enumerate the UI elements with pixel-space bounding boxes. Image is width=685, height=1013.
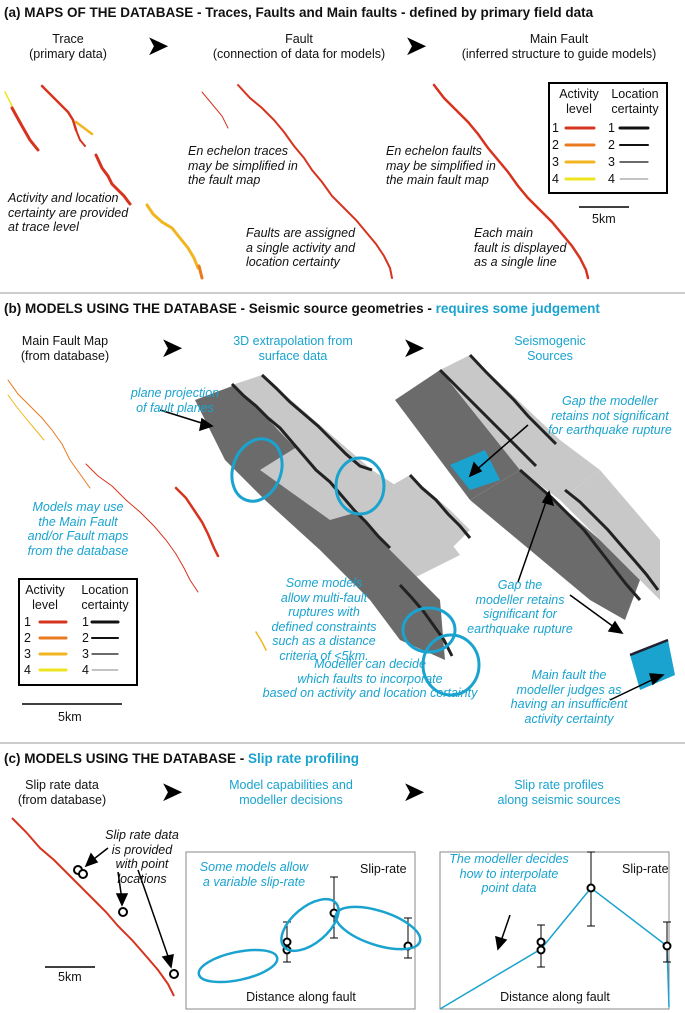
main-fault-map-header: Main Fault Map (from database) [20, 334, 110, 363]
chart-xlabel: Distance along fault [500, 990, 610, 1004]
legend-level: 3 [608, 155, 615, 169]
legend-level: 1 [24, 615, 31, 629]
note-en-echelon-faults: En echelon faults may be simplified in t… [386, 144, 496, 187]
right-arrow-icon: ➤ [160, 332, 184, 363]
note-gap-not-significant: Gap the modeller retains not significant… [548, 394, 672, 437]
legend-level: 4 [608, 172, 615, 186]
legend-level: 1 [82, 615, 89, 629]
pointer-arrows-c [84, 847, 511, 969]
chart-interpolate [439, 851, 672, 1010]
legend-level: 1 [608, 121, 615, 135]
note-gap-significant: Gap the modeller retains significant for… [467, 578, 573, 636]
chart-interpolate-frame [439, 851, 670, 1010]
note-insufficient-activity: Main fault the modeller judges as having… [510, 668, 628, 726]
legend-level: 4 [82, 663, 89, 677]
main-fault-map [432, 83, 590, 280]
scale-label: 5km [58, 710, 82, 724]
seismogenic-header: Seismogenic Sources [514, 334, 586, 363]
legend-level: 2 [82, 631, 89, 645]
legend-box-b [18, 578, 138, 686]
legend-samples [564, 126, 650, 181]
trace-header: Trace (primary data) [29, 32, 107, 61]
slip-rate-profiles-header: Slip rate profiles along seismic sources [497, 778, 621, 807]
chart-xlabel: Distance along fault [246, 990, 356, 1004]
legend-level: 3 [24, 647, 31, 661]
legend-level: 2 [24, 631, 31, 645]
note-single-activity: Faults are assigned a single activity an… [246, 226, 356, 269]
fault-map [201, 84, 393, 279]
fault-planes-3d [195, 373, 472, 660]
highlight-ellipses [230, 437, 481, 697]
note-plane-projection: plane projection of fault planes [130, 386, 220, 415]
scale-label: 5km [592, 212, 616, 226]
extrapolation-header: 3D extrapolation from surface data [233, 334, 353, 363]
section-a-title: (a) MAPS OF THE DATABASE - Traces, Fault… [4, 5, 594, 20]
main-fault-map-b [7, 379, 267, 651]
note-variable-slip: Some models allow a variable slip-rate [199, 860, 309, 889]
legend-location-header: Location certainty [81, 583, 129, 612]
seismogenic-sources [395, 353, 675, 690]
legend-samples-b [38, 620, 120, 672]
legend-level: 2 [608, 138, 615, 152]
section-c-title: (c) MODELS USING THE DATABASE - Slip rat… [4, 751, 360, 766]
note-interpolate: The modeller decides how to interpolate … [449, 852, 569, 895]
legend-activity-header: Activity level [25, 583, 65, 612]
note-en-echelon-traces: En echelon traces may be simplified in t… [188, 144, 298, 187]
scale-label: 5km [58, 970, 82, 984]
legend-level: 1 [552, 121, 559, 135]
trace-map [4, 84, 204, 280]
section-b-title: (b) MODELS USING THE DATABASE - Seismic … [4, 301, 600, 316]
legend-location-header: Location certainty [611, 87, 659, 116]
note-point-locations: Slip rate data is provided with point lo… [105, 828, 179, 886]
note-multi-fault: Some models allow multi-fault ruptures w… [271, 576, 377, 663]
slip-rate-data-header: Slip rate data (from database) [17, 778, 107, 807]
legend-level: 4 [24, 663, 31, 677]
note-trace-level: Activity and location certainty are prov… [8, 191, 129, 234]
right-arrow-icon: ➤ [160, 776, 184, 807]
right-arrow-icon: ➤ [404, 30, 428, 61]
main-fault-header: Main Fault (inferred structure to guide … [461, 32, 657, 61]
note-modeller-decide: Modeller can decide which faults to inco… [262, 657, 478, 700]
slip-rate-map [11, 817, 179, 997]
note-models-may-use: Models may use the Main Fault and/or Fau… [27, 500, 129, 558]
note-single-line: Each main fault is displayed as a single… [474, 226, 567, 269]
pointer-arrows [159, 409, 665, 701]
legend-activity-header: Activity level [559, 87, 599, 116]
legend-level: 3 [552, 155, 559, 169]
chart-variable [197, 876, 422, 984]
legend-level: 4 [552, 172, 559, 186]
chart-ylabel: Slip-rate [360, 862, 407, 876]
right-arrow-icon: ➤ [402, 332, 426, 363]
chart-ylabel: Slip-rate [622, 862, 669, 876]
right-arrow-icon: ➤ [402, 776, 426, 807]
right-arrow-icon: ➤ [146, 30, 170, 61]
legend-level: 2 [552, 138, 559, 152]
legend-box [548, 82, 668, 194]
model-capabilities-header: Model capabilities and modeller decision… [229, 778, 353, 807]
legend-level: 3 [82, 647, 89, 661]
fault-header: Fault (connection of data for models) [212, 32, 386, 61]
